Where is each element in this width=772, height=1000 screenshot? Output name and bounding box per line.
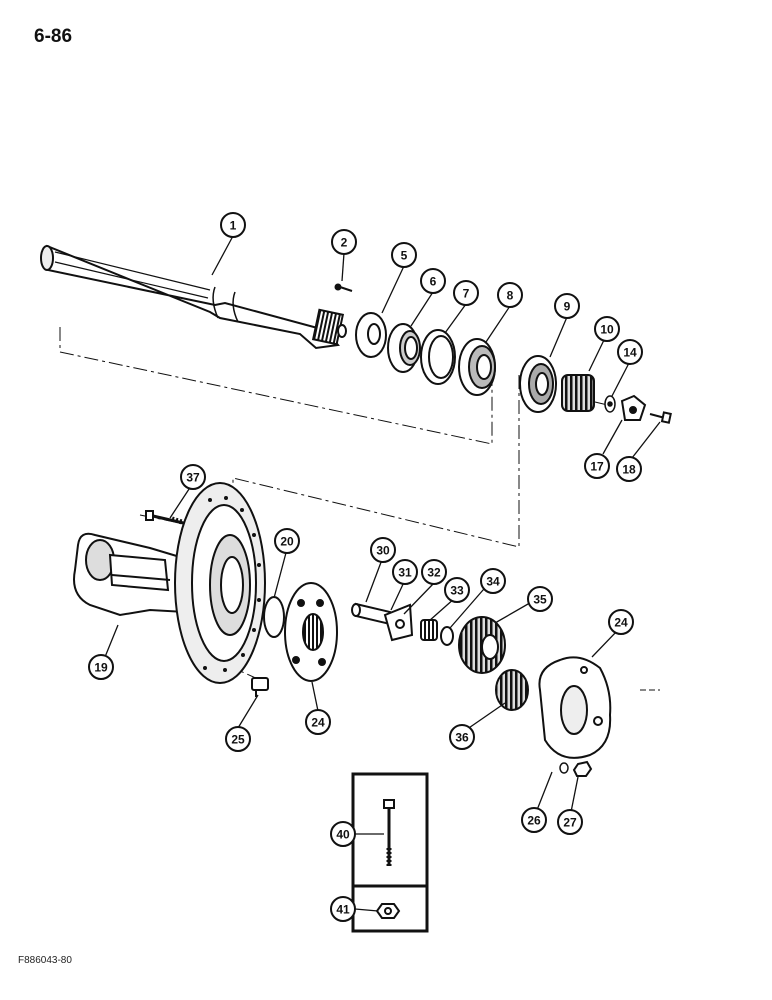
part-ball-bearing [519,355,557,413]
callout-40: 40 [330,821,356,847]
callout-label: 24 [614,616,628,630]
callout-30: 30 [370,537,396,563]
part-planet-thrust-washer [383,603,414,642]
callout-17: 17 [584,453,610,479]
part-fitting [251,677,269,697]
part-needle-bearing [420,619,438,641]
leader-lines [104,235,661,912]
callout-label: 26 [527,814,541,828]
callout-2: 2 [331,229,357,255]
figure-code: F886043-80 [18,955,72,966]
part-shaft [40,244,347,350]
callout-label: 24 [311,716,325,730]
part-snap-ring [263,596,285,638]
part-planet-gear [458,616,506,674]
callout-label: 9 [564,300,571,314]
callout-8: 8 [497,282,523,308]
callout-34: 34 [480,568,506,594]
callout-25: 25 [225,726,251,752]
callout-10: 10 [594,316,620,342]
callout-9: 9 [554,293,580,319]
part-washer [604,395,616,413]
callout-18: 18 [616,456,642,482]
callout-7: 7 [453,280,479,306]
part-carrier-plate [284,582,338,682]
callout-label: 27 [563,816,577,830]
callout-label: 37 [186,471,200,485]
part-splined-coupler [561,374,595,412]
part-kit-nut [375,903,401,919]
callout-label: 2 [341,236,348,250]
callout-label: 8 [507,289,514,303]
part-kit-bolt [383,799,395,866]
callout-label: 6 [430,275,437,289]
callout-label: 1 [230,219,237,233]
callout-label: 20 [280,535,294,549]
callout-41: 41 [330,896,356,922]
callout-label: 40 [336,828,350,842]
callout-label: 35 [533,593,547,607]
callout-label: 34 [486,575,500,589]
callout-label: 18 [622,463,636,477]
part-sun-gear [495,669,529,711]
callout-20: 20 [274,528,300,554]
part-lock-washer [559,762,569,774]
callout-label: 19 [94,661,108,675]
part-bearing-cup [420,329,456,385]
callout-32: 32 [421,559,447,585]
callout-14: 14 [617,339,643,365]
hardware-kit-box [351,772,429,933]
callout-label: 25 [231,733,245,747]
part-final-drive-housing [174,482,266,684]
callout-label: 30 [376,544,390,558]
callout-label: 32 [427,566,441,580]
callout-19: 19 [88,654,114,680]
part-cap-screw [649,411,672,424]
callout-label: 10 [600,323,614,337]
part-seal [387,323,421,373]
part-retainer-plate [620,394,647,421]
part-bearing [458,338,496,396]
callout-37: 37 [180,464,206,490]
callout-36: 36 [449,724,475,750]
callout-27: 27 [557,809,583,835]
part-planet-pin [351,602,391,626]
callout-24-left: 24 [305,709,331,735]
callouts: 1 2 5 6 7 8 9 10 14 17 18 37 20 30 31 32… [88,212,643,922]
callout-1: 1 [220,212,246,238]
callout-26: 26 [521,807,547,833]
callout-label: 36 [455,731,469,745]
callout-35: 35 [527,586,553,612]
callout-label: 17 [590,460,604,474]
callout-label: 7 [463,287,470,301]
part-spacer [440,626,454,646]
callout-5: 5 [391,242,417,268]
callout-33: 33 [444,577,470,603]
part-yoke-housing [73,532,192,617]
part-thrust-washer [355,312,387,358]
callout-label: 5 [401,249,408,263]
callout-24-right: 24 [608,609,634,635]
part-nut [572,760,593,777]
part-cover-plate [538,656,612,759]
callout-label: 14 [623,346,637,360]
part-pin [334,283,353,292]
callout-label: 33 [450,584,464,598]
callout-label: 31 [398,566,412,580]
page-number: 6-86 [34,26,73,47]
callout-6: 6 [420,268,446,294]
callout-31: 31 [392,559,418,585]
callout-label: 41 [336,903,350,917]
